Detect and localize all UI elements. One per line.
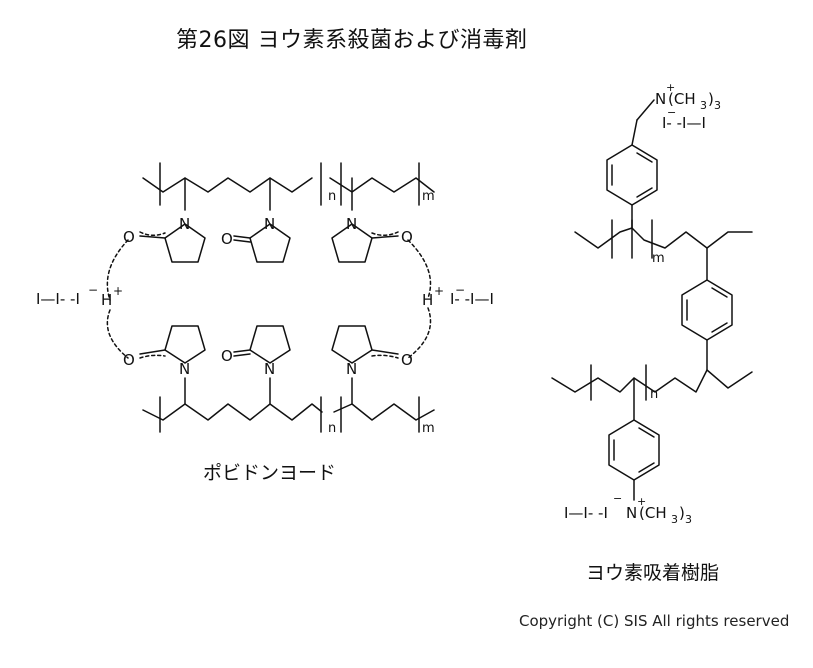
- iodide-right: I- -I—I: [450, 290, 494, 308]
- resin-top-sub3a: 3: [700, 99, 707, 112]
- plus-right: +: [434, 284, 444, 298]
- resin-bottom-iodide: I—I- -I: [564, 504, 608, 522]
- figure-title: 第26図 ヨウ素系殺菌および消毒剤: [176, 28, 528, 53]
- caption-iodine-resin: ヨウ素吸着樹脂: [586, 562, 720, 584]
- resin-lower-chain: [551, 364, 753, 421]
- resin-bottom-close: ): [679, 504, 685, 522]
- atom-n-lower-3: N: [346, 360, 357, 378]
- hbond-left-upper: [106, 239, 129, 301]
- resin-subscript-n: n: [650, 387, 658, 402]
- atom-o-upper-3: O: [401, 228, 413, 246]
- atom-n-upper-1: N: [179, 215, 190, 233]
- resin-bottom-sub3b: 3: [685, 513, 692, 526]
- resin-bottom-minus: −: [613, 492, 622, 505]
- upper-ring-3: [331, 223, 399, 263]
- atom-o-upper-1: O: [123, 228, 135, 246]
- hbond-left-lower: [106, 309, 129, 359]
- atom-o-upper-2: O: [221, 230, 233, 248]
- atom-n-lower-2: N: [264, 360, 275, 378]
- iodide-left: I—I- -I: [36, 290, 80, 308]
- atom-o-lower-1: O: [123, 351, 135, 369]
- plus-left: +: [113, 284, 123, 298]
- lower-ring-3: [331, 325, 399, 364]
- hydrogen-right: H: [422, 291, 433, 309]
- atom-n-lower-1: N: [179, 360, 190, 378]
- resin-bottom-benzene: [608, 419, 660, 501]
- lower-ring-1: [139, 325, 206, 364]
- lower-ring-2: [233, 325, 291, 364]
- resin-top-ammonium: [631, 99, 655, 146]
- atom-o-lower-2: O: [221, 347, 233, 365]
- povidone-upper-chain: [142, 162, 435, 211]
- resin-bottom-nitrogen: N: [626, 504, 637, 522]
- resin-top-benzene: [606, 144, 658, 229]
- upper-ring-2: [233, 223, 291, 263]
- upper-ring-1: [139, 223, 206, 263]
- resin-middle-benzene: [681, 279, 733, 371]
- atom-n-upper-3: N: [346, 215, 357, 233]
- resin-top-close: ): [708, 90, 714, 108]
- atom-o-lower-3: O: [401, 351, 413, 369]
- subscript-m-lower: m: [422, 421, 435, 436]
- hydrogen-left: H: [101, 291, 112, 309]
- resin-top-minus: −: [667, 106, 676, 119]
- resin-upper-chain: [574, 219, 753, 281]
- minus-left: −: [88, 283, 98, 297]
- resin-bottom-trimethyl: (CH: [639, 504, 667, 522]
- resin-top-nitrogen: N: [655, 90, 666, 108]
- resin-top-iodide: I- -I—I: [662, 114, 706, 132]
- subscript-n-lower: n: [328, 421, 336, 436]
- resin-top-trimethyl: (CH: [668, 90, 696, 108]
- resin-bottom-plus: +: [637, 495, 646, 508]
- subscript-n-upper: n: [328, 189, 336, 204]
- subscript-m-upper: m: [422, 189, 435, 204]
- resin-bottom-sub3a: 3: [671, 513, 678, 526]
- povidone-lower-chain: [142, 377, 435, 433]
- resin-subscript-m: m: [652, 251, 665, 266]
- copyright-notice: Copyright (C) SIS All rights reserved: [519, 612, 790, 630]
- resin-top-plus: +: [666, 81, 675, 94]
- atom-n-upper-2: N: [264, 215, 275, 233]
- hbond-right-upper: [407, 239, 432, 299]
- caption-povidone-iodine: ポビドンヨード: [203, 462, 337, 484]
- hbond-right-lower: [407, 307, 432, 359]
- resin-top-sub3b: 3: [714, 99, 721, 112]
- minus-right: −: [455, 283, 465, 297]
